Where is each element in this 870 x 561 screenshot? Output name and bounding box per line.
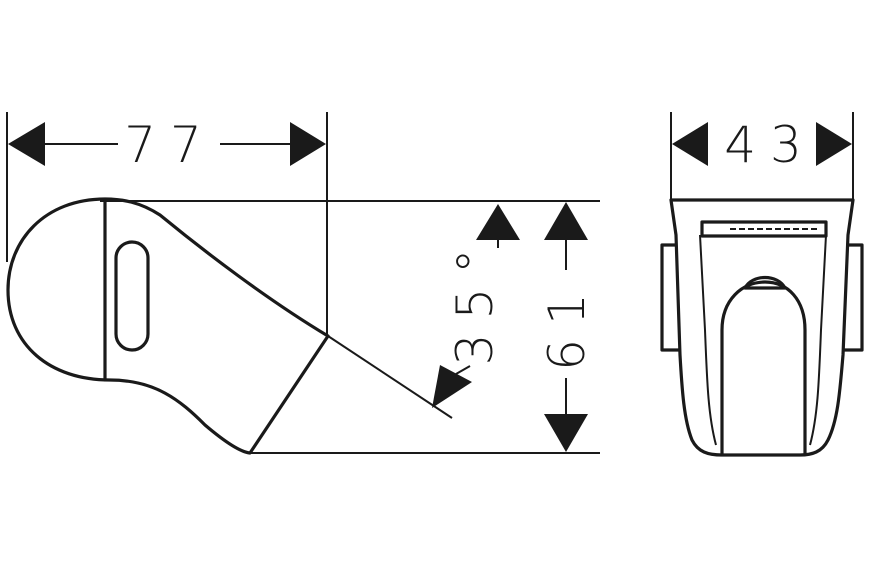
angle-leader-line [327, 335, 453, 419]
right-wing [843, 243, 864, 352]
angle-arrow-down-stem [455, 365, 471, 375]
holder-slot [114, 240, 150, 352]
arrow-up-icon [544, 202, 588, 240]
dim-77-label: 77 [124, 116, 216, 174]
side-view: 77 35° 61 [6, 112, 600, 455]
arrow-right-icon [290, 122, 326, 166]
top-clip-slot [700, 220, 828, 238]
dim-61: 61 [538, 202, 596, 452]
arrow-left-icon [8, 122, 45, 166]
dim-61-label: 61 [538, 279, 596, 371]
arrow-right-front-icon [816, 122, 852, 166]
holder-body-outline [6, 197, 330, 455]
release-button [743, 275, 787, 290]
front-view: 43 [660, 112, 864, 457]
shell-inner-right [809, 234, 827, 446]
angle-arrow-up-icon [476, 204, 520, 240]
dim-35: 35° [432, 204, 520, 408]
dim-43-label: 43 [724, 116, 816, 174]
arrow-left-front-icon [672, 122, 708, 166]
shell-inner-left [699, 234, 717, 446]
dim-35-label: 35° [446, 235, 504, 366]
cradle-opening [720, 280, 807, 455]
holder-front-outline [669, 198, 855, 457]
angle-arrow-down-icon [432, 365, 472, 408]
arrow-down-icon [544, 414, 588, 452]
left-wing [660, 243, 680, 352]
dim-77: 77 [8, 116, 326, 174]
dim-43: 43 [672, 116, 852, 174]
